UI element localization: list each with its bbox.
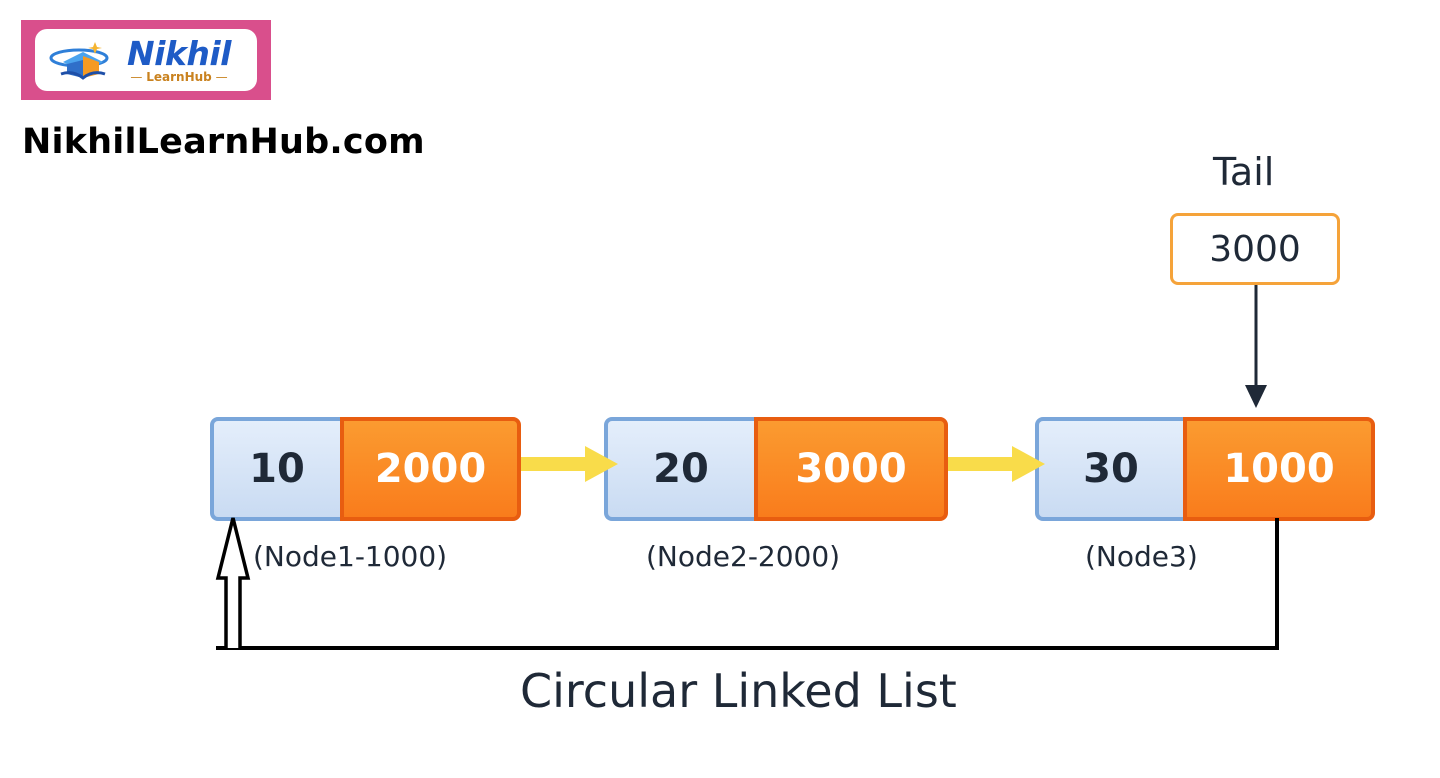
tail-pointer-box: 3000 [1170, 213, 1340, 285]
node-2-data: 20 [604, 417, 754, 521]
node-1-next: 2000 [340, 417, 521, 521]
site-title: NikhilLearnHub.com [22, 122, 425, 162]
logo-frame: Nikhil LearnHub [21, 20, 271, 100]
node-1: 10 2000 [210, 417, 521, 521]
logo: Nikhil LearnHub [35, 29, 257, 91]
node-3-data: 30 [1035, 417, 1183, 521]
node-1-label: (Node1-1000) [253, 540, 448, 573]
node-2: 20 3000 [604, 417, 948, 521]
link-arrow-icon [948, 446, 1045, 482]
return-line-icon [215, 517, 1279, 650]
logo-subtitle: LearnHub [130, 71, 227, 83]
logo-name: Nikhil [127, 34, 232, 73]
node-3: 30 1000 [1035, 417, 1375, 521]
tail-arrow-icon [1245, 285, 1267, 408]
node-2-next: 3000 [754, 417, 948, 521]
node-1-data: 10 [210, 417, 340, 521]
node-3-next: 1000 [1183, 417, 1375, 521]
diagram-caption: Circular Linked List [520, 664, 957, 718]
tail-label: Tail [1213, 150, 1275, 194]
node-2-label: (Node2-2000) [646, 540, 841, 573]
graduation-book-icon [49, 42, 109, 80]
node-3-label: (Node3) [1085, 540, 1198, 573]
